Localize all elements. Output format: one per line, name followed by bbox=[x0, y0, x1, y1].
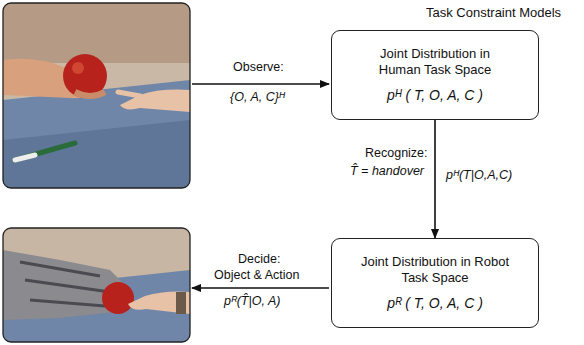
model-box: Joint Distribution in Human Task Space pᴴ… bbox=[331, 30, 539, 120]
arrow-label: pᴿ(T̂|O, A) bbox=[224, 294, 280, 309]
observe-arrow bbox=[192, 83, 329, 85]
arrow-label: {O, A, C}ᴴ bbox=[230, 90, 285, 105]
formula: pᴴ ( T, O, A, C ) bbox=[387, 87, 483, 105]
arrow-label: Recognize: bbox=[365, 146, 428, 161]
robot-handover-photo bbox=[3, 228, 190, 342]
model-box: Joint Distribution in Robot Task Space pᴿ… bbox=[331, 238, 539, 328]
box-heading: Joint Distribution in Robot Task Space bbox=[360, 254, 510, 287]
decide-arrow bbox=[192, 287, 329, 289]
arrow-label: Decide: bbox=[238, 252, 280, 267]
arrow-label: Observe: bbox=[233, 60, 284, 75]
box-heading: Joint Distribution in Human Task Space bbox=[360, 46, 510, 79]
connector-arrow bbox=[434, 120, 436, 238]
arrow-label: T̂ = handover bbox=[350, 164, 424, 179]
arrow-label: Object & Action bbox=[214, 268, 299, 283]
formula: pᴿ ( T, O, A, C ) bbox=[387, 295, 483, 313]
arrow-label: pᴴ(T|O,A,C) bbox=[446, 168, 512, 183]
section-title: Task Constraint Models bbox=[426, 5, 561, 21]
human-handover-photo bbox=[3, 3, 190, 188]
